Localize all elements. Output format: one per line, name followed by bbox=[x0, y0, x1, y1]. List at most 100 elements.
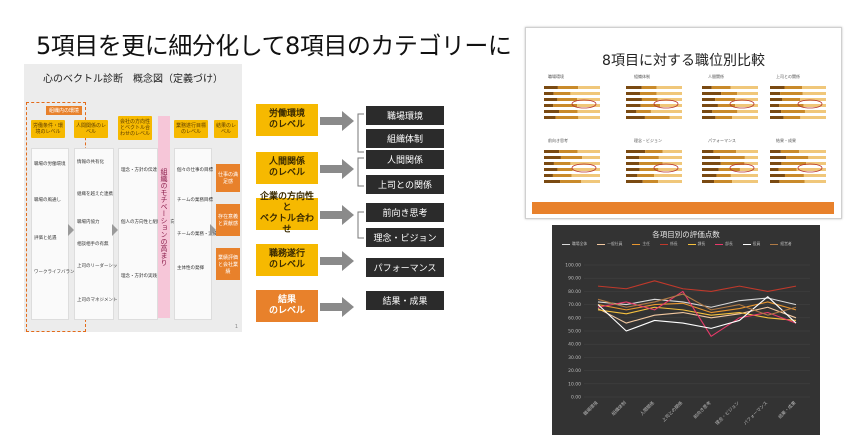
mini-bar-segment bbox=[645, 150, 663, 153]
list-item: 上司のリーダーシップ bbox=[77, 264, 122, 269]
flow-arrows bbox=[320, 111, 364, 317]
x-tick-label: 職場環境 bbox=[582, 399, 600, 417]
arrow-right-icon bbox=[320, 205, 354, 225]
level-results: 結果のレベル bbox=[256, 290, 318, 322]
mini-bar-segment bbox=[702, 156, 721, 159]
mini-bar-segment bbox=[544, 110, 560, 113]
mini-bar-segment bbox=[626, 168, 640, 171]
mini-bar-segment bbox=[662, 150, 682, 153]
mini-bar-segment bbox=[803, 104, 826, 107]
legend-swatch bbox=[562, 243, 570, 245]
highlight-ellipse bbox=[797, 99, 823, 109]
mini-bar-segment bbox=[702, 86, 712, 89]
mini-chart-title: 職場環境 bbox=[548, 74, 564, 79]
y-tick-label: 70.00 bbox=[568, 302, 581, 308]
mini-bar-segment bbox=[712, 110, 738, 113]
list-item: ワークライフバランス bbox=[34, 270, 79, 275]
mini-bar-segment bbox=[544, 92, 554, 95]
highlight-ellipse bbox=[729, 163, 755, 173]
mini-bar-segment bbox=[578, 116, 600, 119]
mini-bar-segment bbox=[778, 168, 797, 171]
mini-bar-segment bbox=[581, 180, 600, 183]
list-item: 職場の風通し bbox=[34, 198, 61, 203]
mini-bar-segment bbox=[658, 180, 682, 183]
mini-bar-segment bbox=[715, 98, 736, 101]
y-tick-label: 30.00 bbox=[568, 355, 581, 361]
motivation-bar: 組織のモチベーションの高まり bbox=[158, 116, 170, 318]
list-item: 職場内協力 bbox=[77, 220, 100, 225]
page-title: 5項目を更に細分化して8項目のカテゴリーに bbox=[36, 32, 512, 60]
mini-bar-segment bbox=[626, 104, 641, 107]
mini-bar-segment bbox=[720, 162, 745, 165]
mini-bar-segment bbox=[702, 174, 717, 177]
mini-bar-segment bbox=[654, 174, 682, 177]
mini-bar-segment bbox=[626, 174, 638, 177]
mini-bar-segment bbox=[780, 92, 803, 95]
level-human-relations: 人間関係のレベル bbox=[256, 152, 318, 184]
mini-bar-segment bbox=[669, 116, 682, 119]
environment-tag: 組織内の環境 bbox=[46, 106, 83, 115]
mini-bar-segment bbox=[770, 110, 782, 113]
mini-bar-segment bbox=[662, 162, 682, 165]
series-line bbox=[597, 296, 797, 332]
column-direction: 理念・方針の伝達 個人の方向性と組織の方向性 理念・方針の実践 bbox=[118, 148, 180, 320]
header-working-conditions: 労働条件・環境のレベル bbox=[31, 120, 65, 138]
list-item: 個人の方向性と組織の方向性 bbox=[121, 220, 180, 225]
arrow-right-icon bbox=[320, 111, 354, 131]
mini-bar-segment bbox=[626, 150, 646, 153]
category-philosophy-vision: 理念・ビジョン bbox=[366, 228, 444, 247]
x-tick-label: 人間関係 bbox=[638, 399, 656, 417]
mini-bar-segment bbox=[702, 98, 716, 101]
mini-bar-segment bbox=[544, 86, 558, 89]
mini-bar-segment bbox=[779, 104, 804, 107]
mini-bar-segment bbox=[626, 86, 642, 89]
mini-bar-segment bbox=[702, 162, 721, 165]
legend-swatch bbox=[632, 243, 641, 245]
column-relations: 情報の共有化 組織を越えた連携 職場内協力 相談相手の有無 上司のリーダーシップ… bbox=[74, 148, 122, 320]
list-item: 上司のマネジメント bbox=[77, 298, 118, 303]
mini-bar-segment bbox=[770, 180, 780, 183]
mini-bar-segment bbox=[578, 86, 600, 89]
level-corporate-direction: 企業の方向性とベクトル合わせ bbox=[256, 192, 318, 235]
mini-bar-segment bbox=[803, 174, 826, 177]
mini-bar-segment bbox=[577, 110, 600, 113]
mini-bar-segment bbox=[640, 104, 661, 107]
arrow-right-icon bbox=[320, 159, 354, 179]
mini-bar-segment bbox=[544, 104, 554, 107]
mini-bar-segment bbox=[799, 150, 826, 153]
mini-bar-segment bbox=[721, 92, 738, 95]
mini-bar-segment bbox=[804, 180, 826, 183]
mini-chart-title: 人間関係 bbox=[708, 74, 724, 79]
legend-entry: 経営者 bbox=[770, 241, 792, 247]
mini-bar-segment bbox=[784, 86, 803, 89]
mini-bar-segment bbox=[781, 110, 805, 113]
mini-chart-title: 上司との関係 bbox=[776, 74, 800, 79]
mini-bar-segment bbox=[557, 98, 578, 101]
mini-bar-segment bbox=[658, 156, 682, 159]
mini-bar-segment bbox=[739, 168, 758, 171]
mini-bar-segment bbox=[808, 156, 826, 159]
mini-bar-segment bbox=[557, 86, 579, 89]
mini-bar-segment bbox=[656, 92, 682, 95]
mini-bar-segment bbox=[702, 110, 713, 113]
y-tick-label: 100.00 bbox=[565, 263, 581, 269]
highlight-ellipse bbox=[571, 163, 597, 173]
mini-bar-segment bbox=[784, 174, 804, 177]
header-relations: 人間関係のレベル bbox=[74, 120, 108, 138]
mini-bar-segment bbox=[626, 156, 640, 159]
mini-bar-segment bbox=[796, 168, 826, 171]
legend-swatch bbox=[715, 243, 724, 245]
mini-bar-segment bbox=[582, 156, 600, 159]
highlight-ellipse bbox=[571, 99, 597, 109]
y-tick-label: 90.00 bbox=[568, 276, 581, 282]
mini-bar-segment bbox=[702, 92, 722, 95]
mini-bar-segment bbox=[702, 104, 718, 107]
position-comparison-slide: 8項目に対する職位別比較 職場環境 組織体制 人間関係 上司との関係 前向き思考… bbox=[525, 27, 842, 219]
mini-bar-segment bbox=[560, 180, 582, 183]
legend-entry: 係長 bbox=[659, 241, 678, 247]
series-line bbox=[597, 306, 797, 321]
list-item: 組織を越えた連携 bbox=[77, 192, 113, 197]
mini-bar-segment bbox=[626, 116, 645, 119]
mini-bar-segment bbox=[650, 110, 682, 113]
chart-legend: 職場全体一般社員主任係長課長部長役員経営者 bbox=[562, 241, 812, 247]
